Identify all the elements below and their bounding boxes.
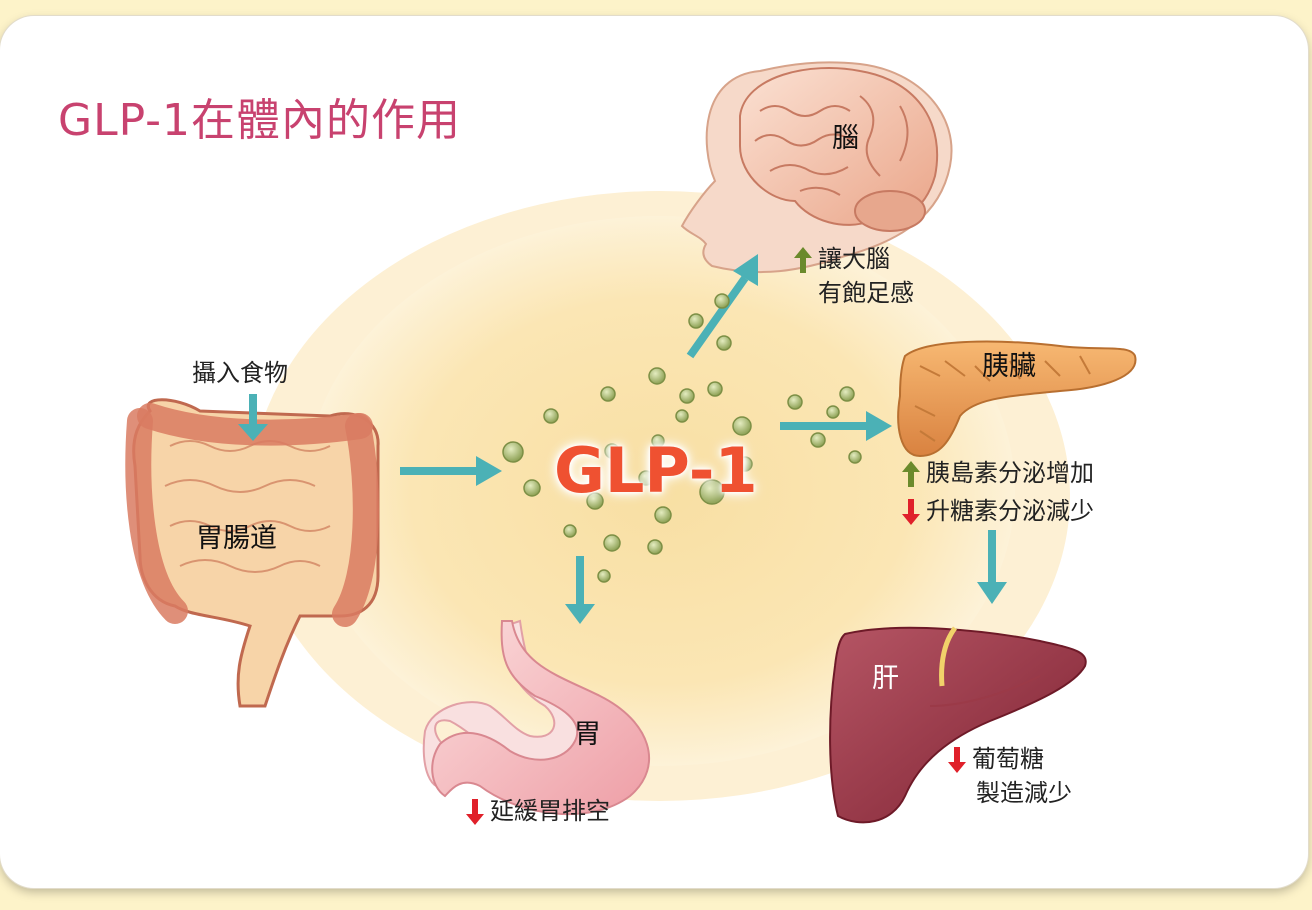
food-intake-label: 攝入食物: [192, 359, 288, 387]
pancreas-label: 胰臟: [982, 351, 1036, 382]
brain-effect-line1: 讓大腦: [818, 245, 890, 273]
up-arrow-icon: [902, 461, 920, 487]
brain-effect: 讓大腦 有飽足感: [794, 242, 914, 310]
pancreas-effect-up: 胰島素分泌增加: [902, 456, 1094, 490]
brain-label: 腦: [832, 123, 859, 154]
stomach-label: 胃: [574, 719, 601, 750]
flow-arrows: [238, 254, 1007, 624]
liver-effect-line2: 製造減少: [976, 779, 1072, 807]
liver-effect-line1: 葡萄糖: [972, 745, 1044, 773]
down-arrow-icon: [466, 799, 484, 825]
stomach-illustration: [422, 619, 651, 816]
liver-label: 肝: [872, 663, 899, 694]
diagram-canvas: [125, 61, 1137, 824]
brain-effect-line2: 有飽足感: [818, 279, 914, 307]
glp1-center-label: GLP-1: [554, 434, 758, 507]
pancreas-effect-up-text: 胰島素分泌增加: [926, 459, 1094, 487]
pancreas-effect-down: 升糖素分泌減少: [902, 494, 1094, 528]
down-arrow-icon: [902, 499, 920, 525]
down-arrow-icon: [948, 747, 966, 773]
glow-inner: [305, 216, 1015, 766]
page-title: GLP-1在體內的作用: [58, 95, 462, 146]
diagram-card: GLP-1在體內的作用 攝入食物 胃腸道 腦 胰臟 胃 肝 GLP-1 讓大腦 …: [0, 16, 1308, 888]
pancreas-effect-down-text: 升糖素分泌減少: [926, 497, 1094, 525]
liver-illustration: [829, 626, 1087, 824]
gut-label: 胃腸道: [196, 523, 277, 554]
stomach-effect-text: 延緩胃排空: [490, 797, 610, 825]
stomach-effect: 延緩胃排空: [466, 794, 610, 828]
up-arrow-icon: [794, 247, 812, 273]
glp1-particles: [502, 293, 862, 583]
brain-illustration: [680, 61, 953, 274]
liver-effect: 葡萄糖 製造減少: [948, 742, 1072, 810]
pancreas-illustration: [897, 340, 1137, 458]
